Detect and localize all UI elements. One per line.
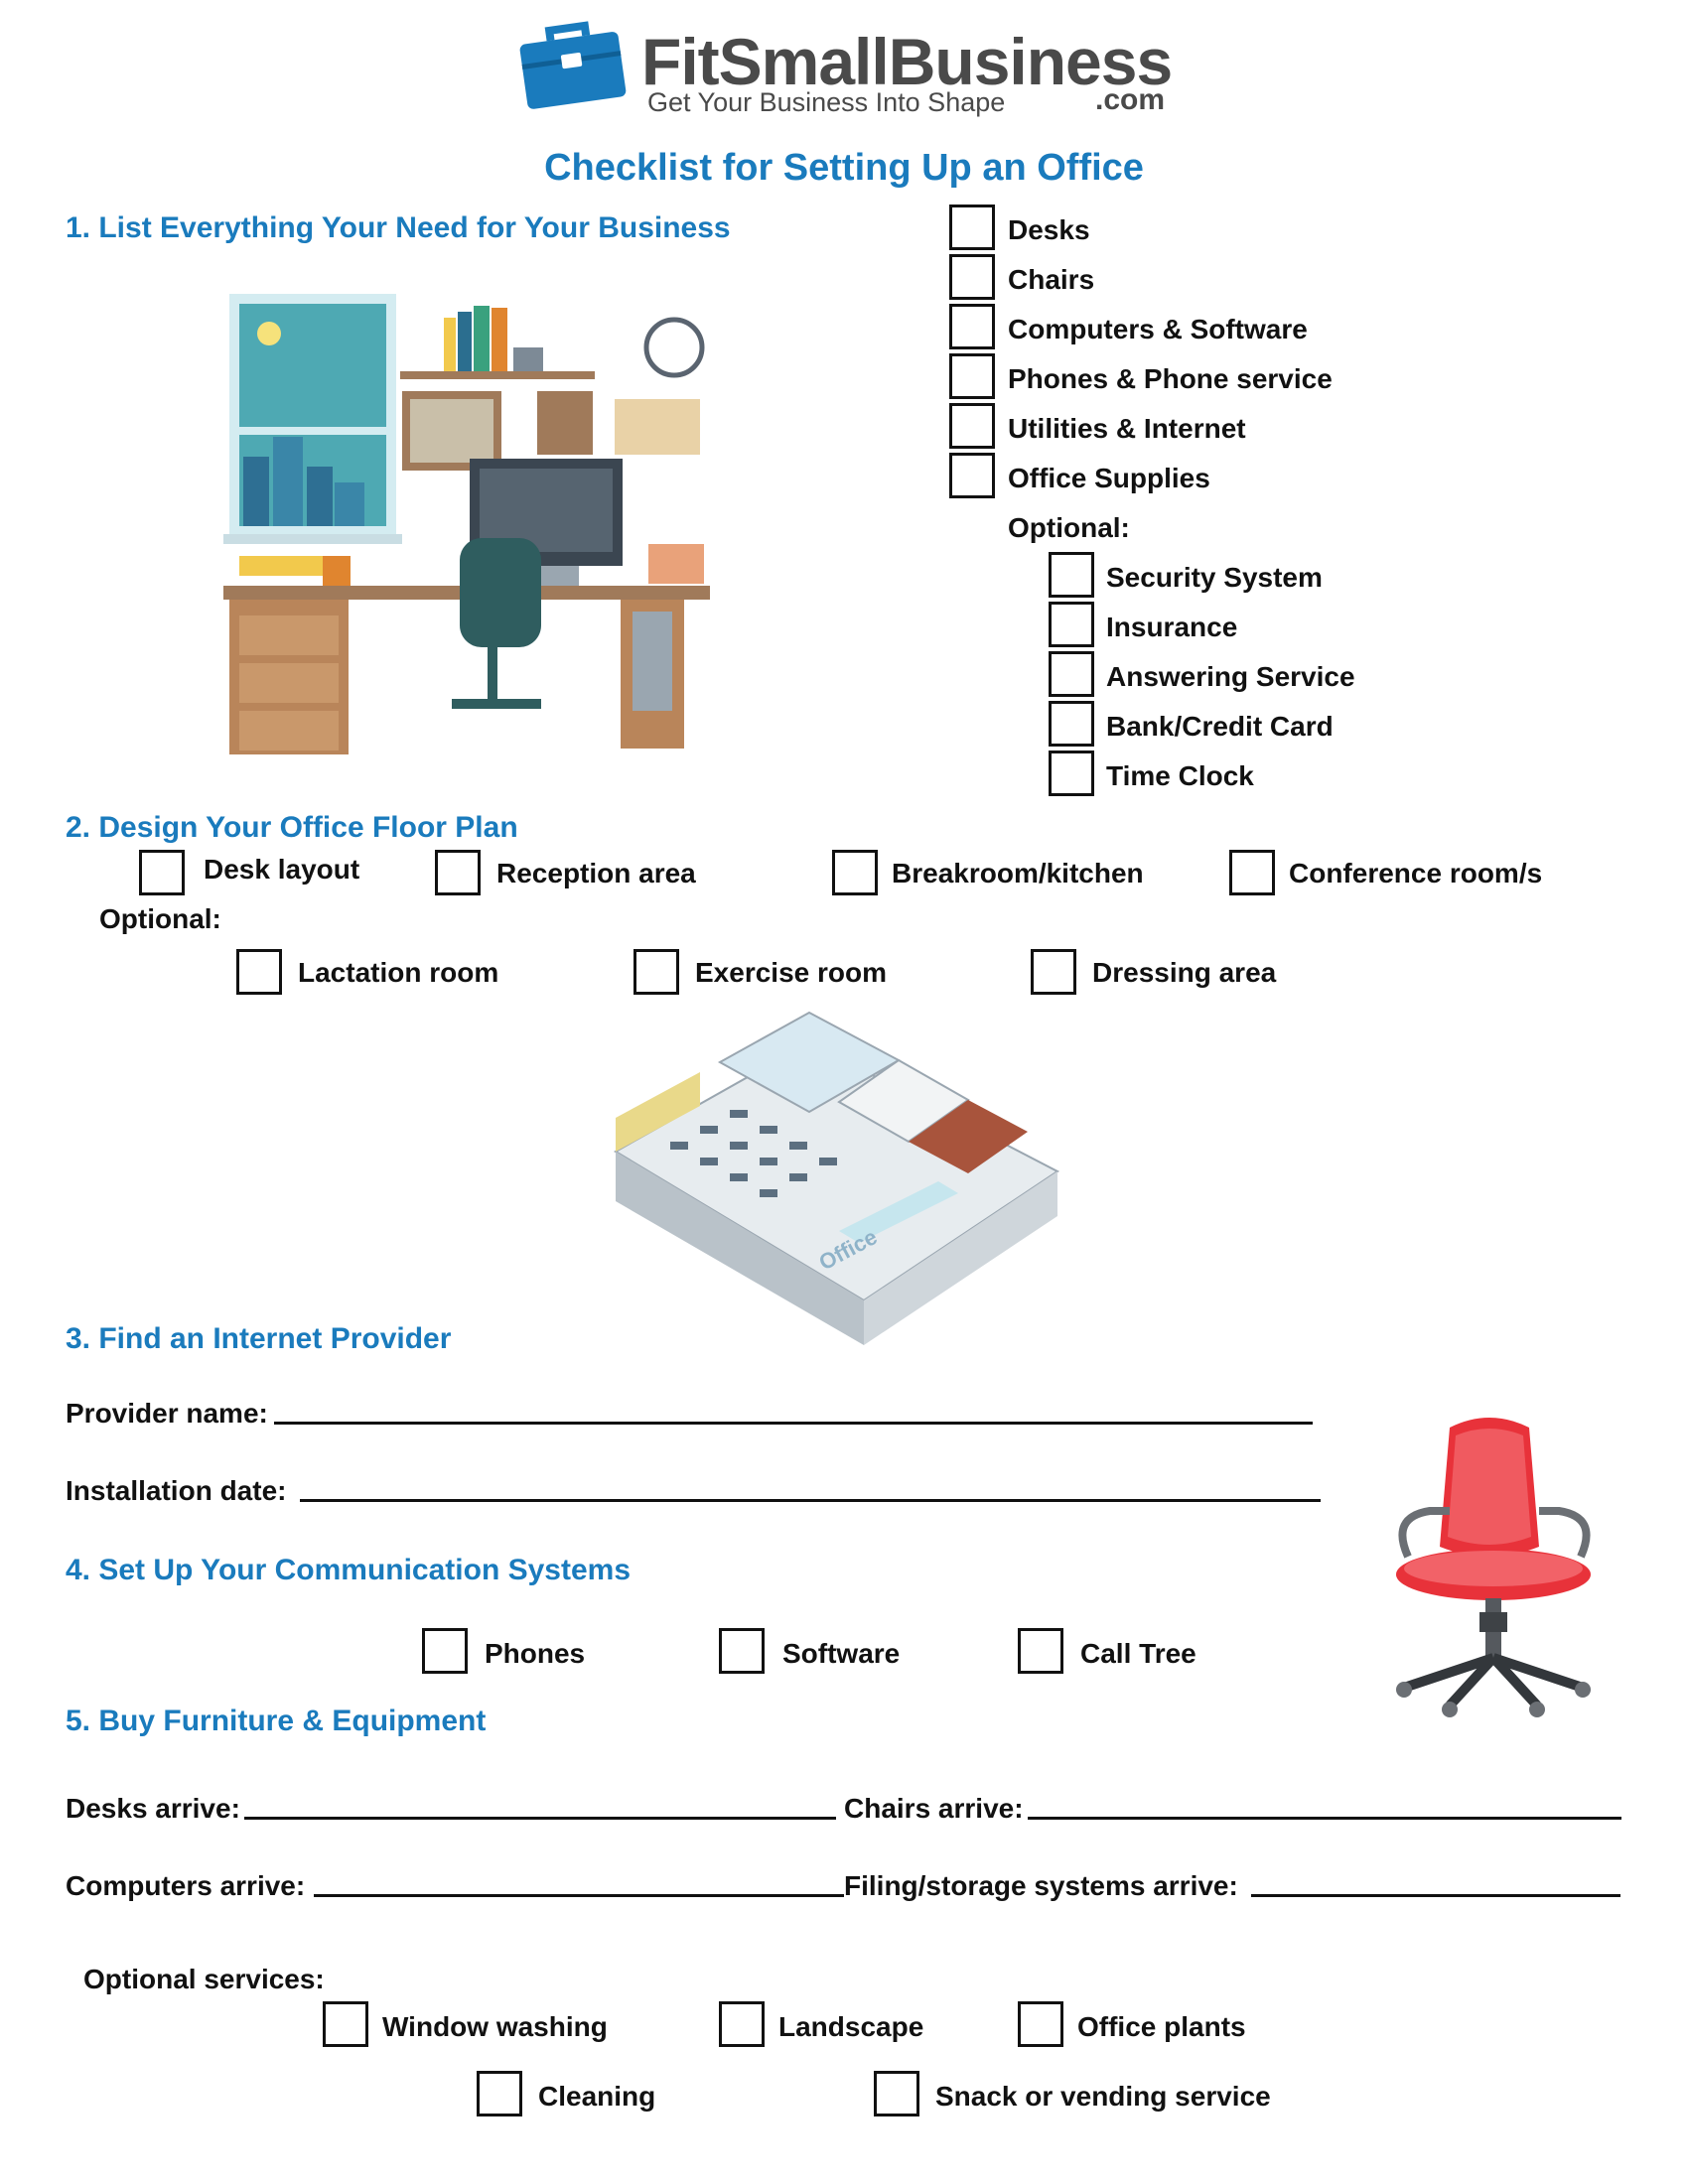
- computers-arrive-label: Computers arrive:: [66, 1870, 306, 1901]
- office-chair-illustration: [1396, 1418, 1591, 1717]
- item-label: Insurance: [1106, 612, 1238, 642]
- item-label: Landscape: [778, 2011, 924, 2042]
- item-label: Cleaning: [538, 2081, 656, 2112]
- checkbox-bank-credit-card[interactable]: [1049, 701, 1094, 747]
- desks-arrive-field[interactable]: [244, 1817, 836, 1820]
- installation-date-label: Installation date:: [66, 1475, 287, 1506]
- checkbox-computers-software[interactable]: [949, 304, 995, 349]
- checkbox-call-tree[interactable]: [1018, 1628, 1063, 1674]
- section1-heading: 1. List Everything Your Need for Your Bu…: [66, 211, 731, 244]
- checkbox-reception-area[interactable]: [435, 850, 481, 895]
- checkbox-exercise-room[interactable]: [633, 949, 679, 995]
- computers-arrive-field[interactable]: [314, 1894, 844, 1897]
- item-label: Window washing: [382, 2011, 608, 2042]
- checkbox-office-supplies[interactable]: [949, 453, 995, 498]
- checkbox-desk-layout[interactable]: [139, 850, 185, 895]
- provider-name-field[interactable]: [274, 1422, 1313, 1425]
- item-label: Security System: [1106, 562, 1323, 593]
- item-label: Lactation room: [298, 957, 499, 988]
- item-label: Software: [782, 1638, 901, 1669]
- logo-wordmark: FitSmallBusiness: [641, 25, 1173, 98]
- optional-label: Optional:: [99, 903, 221, 934]
- item-label: Breakroom/kitchen: [892, 858, 1144, 888]
- checkbox-snack-vending[interactable]: [874, 2071, 919, 2116]
- desks-arrive-label: Desks arrive:: [66, 1793, 240, 1824]
- item-label: Desks: [1008, 214, 1090, 245]
- checkbox-dressing-area[interactable]: [1031, 949, 1076, 995]
- filing-arrive-label: Filing/storage systems arrive:: [844, 1870, 1238, 1901]
- item-label: Office plants: [1077, 2011, 1246, 2042]
- section3-heading: 3. Find an Internet Provider: [66, 1322, 452, 1355]
- optional-label: Optional:: [1008, 512, 1130, 543]
- page-title: Checklist for Setting Up an Office: [544, 147, 1144, 189]
- provider-name-label: Provider name:: [66, 1398, 268, 1429]
- office-desk-illustration: [223, 294, 710, 754]
- section2-heading: 2. Design Your Office Floor Plan: [66, 811, 518, 844]
- checkbox-security-system[interactable]: [1049, 552, 1094, 598]
- item-label: Bank/Credit Card: [1106, 711, 1334, 742]
- checkbox-time-clock[interactable]: [1049, 751, 1094, 796]
- item-label: Conference room/s: [1289, 858, 1543, 888]
- item-label: Call Tree: [1080, 1638, 1196, 1669]
- installation-date-field[interactable]: [300, 1499, 1321, 1502]
- checkbox-landscape[interactable]: [719, 2001, 765, 2047]
- item-label: Snack or vending service: [935, 2081, 1271, 2112]
- checkbox-phones[interactable]: [422, 1628, 468, 1674]
- logo-tagline: Get Your Business Into Shape: [647, 87, 1006, 117]
- checkbox-window-washing[interactable]: [323, 2001, 368, 2047]
- item-label: Time Clock: [1106, 760, 1254, 791]
- checkbox-insurance[interactable]: [1049, 602, 1094, 647]
- item-label: Dressing area: [1092, 957, 1277, 988]
- checkbox-desks[interactable]: [949, 205, 995, 250]
- office-floor-plan-illustration: Office: [614, 1011, 1059, 1345]
- item-label: Desk layout: [204, 854, 360, 885]
- checkbox-utilities-internet[interactable]: [949, 403, 995, 449]
- chairs-arrive-label: Chairs arrive:: [844, 1793, 1024, 1824]
- item-label: Answering Service: [1106, 661, 1355, 692]
- checkbox-phones-service[interactable]: [949, 353, 995, 399]
- checkbox-answering-service[interactable]: [1049, 651, 1094, 697]
- briefcase-logo-icon: [519, 21, 627, 109]
- logo-domain: .com: [1095, 83, 1166, 116]
- checkbox-chairs[interactable]: [949, 254, 995, 300]
- filing-arrive-field[interactable]: [1251, 1894, 1620, 1897]
- item-label: Phones & Phone service: [1008, 363, 1333, 394]
- checkbox-conference-rooms[interactable]: [1229, 850, 1275, 895]
- item-label: Chairs: [1008, 264, 1095, 295]
- checkbox-cleaning[interactable]: [477, 2071, 522, 2116]
- checkbox-breakroom-kitchen[interactable]: [832, 850, 878, 895]
- chairs-arrive-field[interactable]: [1028, 1817, 1621, 1820]
- section5-heading: 5. Buy Furniture & Equipment: [66, 1705, 487, 1737]
- checkbox-lactation-room[interactable]: [236, 949, 282, 995]
- checkbox-software[interactable]: [719, 1628, 765, 1674]
- item-label: Office Supplies: [1008, 463, 1210, 493]
- item-label: Exercise room: [695, 957, 887, 988]
- checkbox-office-plants[interactable]: [1018, 2001, 1063, 2047]
- item-label: Phones: [485, 1638, 586, 1669]
- section4-heading: 4. Set Up Your Communication Systems: [66, 1554, 632, 1586]
- item-label: Utilities & Internet: [1008, 413, 1246, 444]
- item-label: Computers & Software: [1008, 314, 1308, 344]
- optional-services-label: Optional services:: [83, 1964, 325, 1994]
- item-label: Reception area: [496, 858, 696, 888]
